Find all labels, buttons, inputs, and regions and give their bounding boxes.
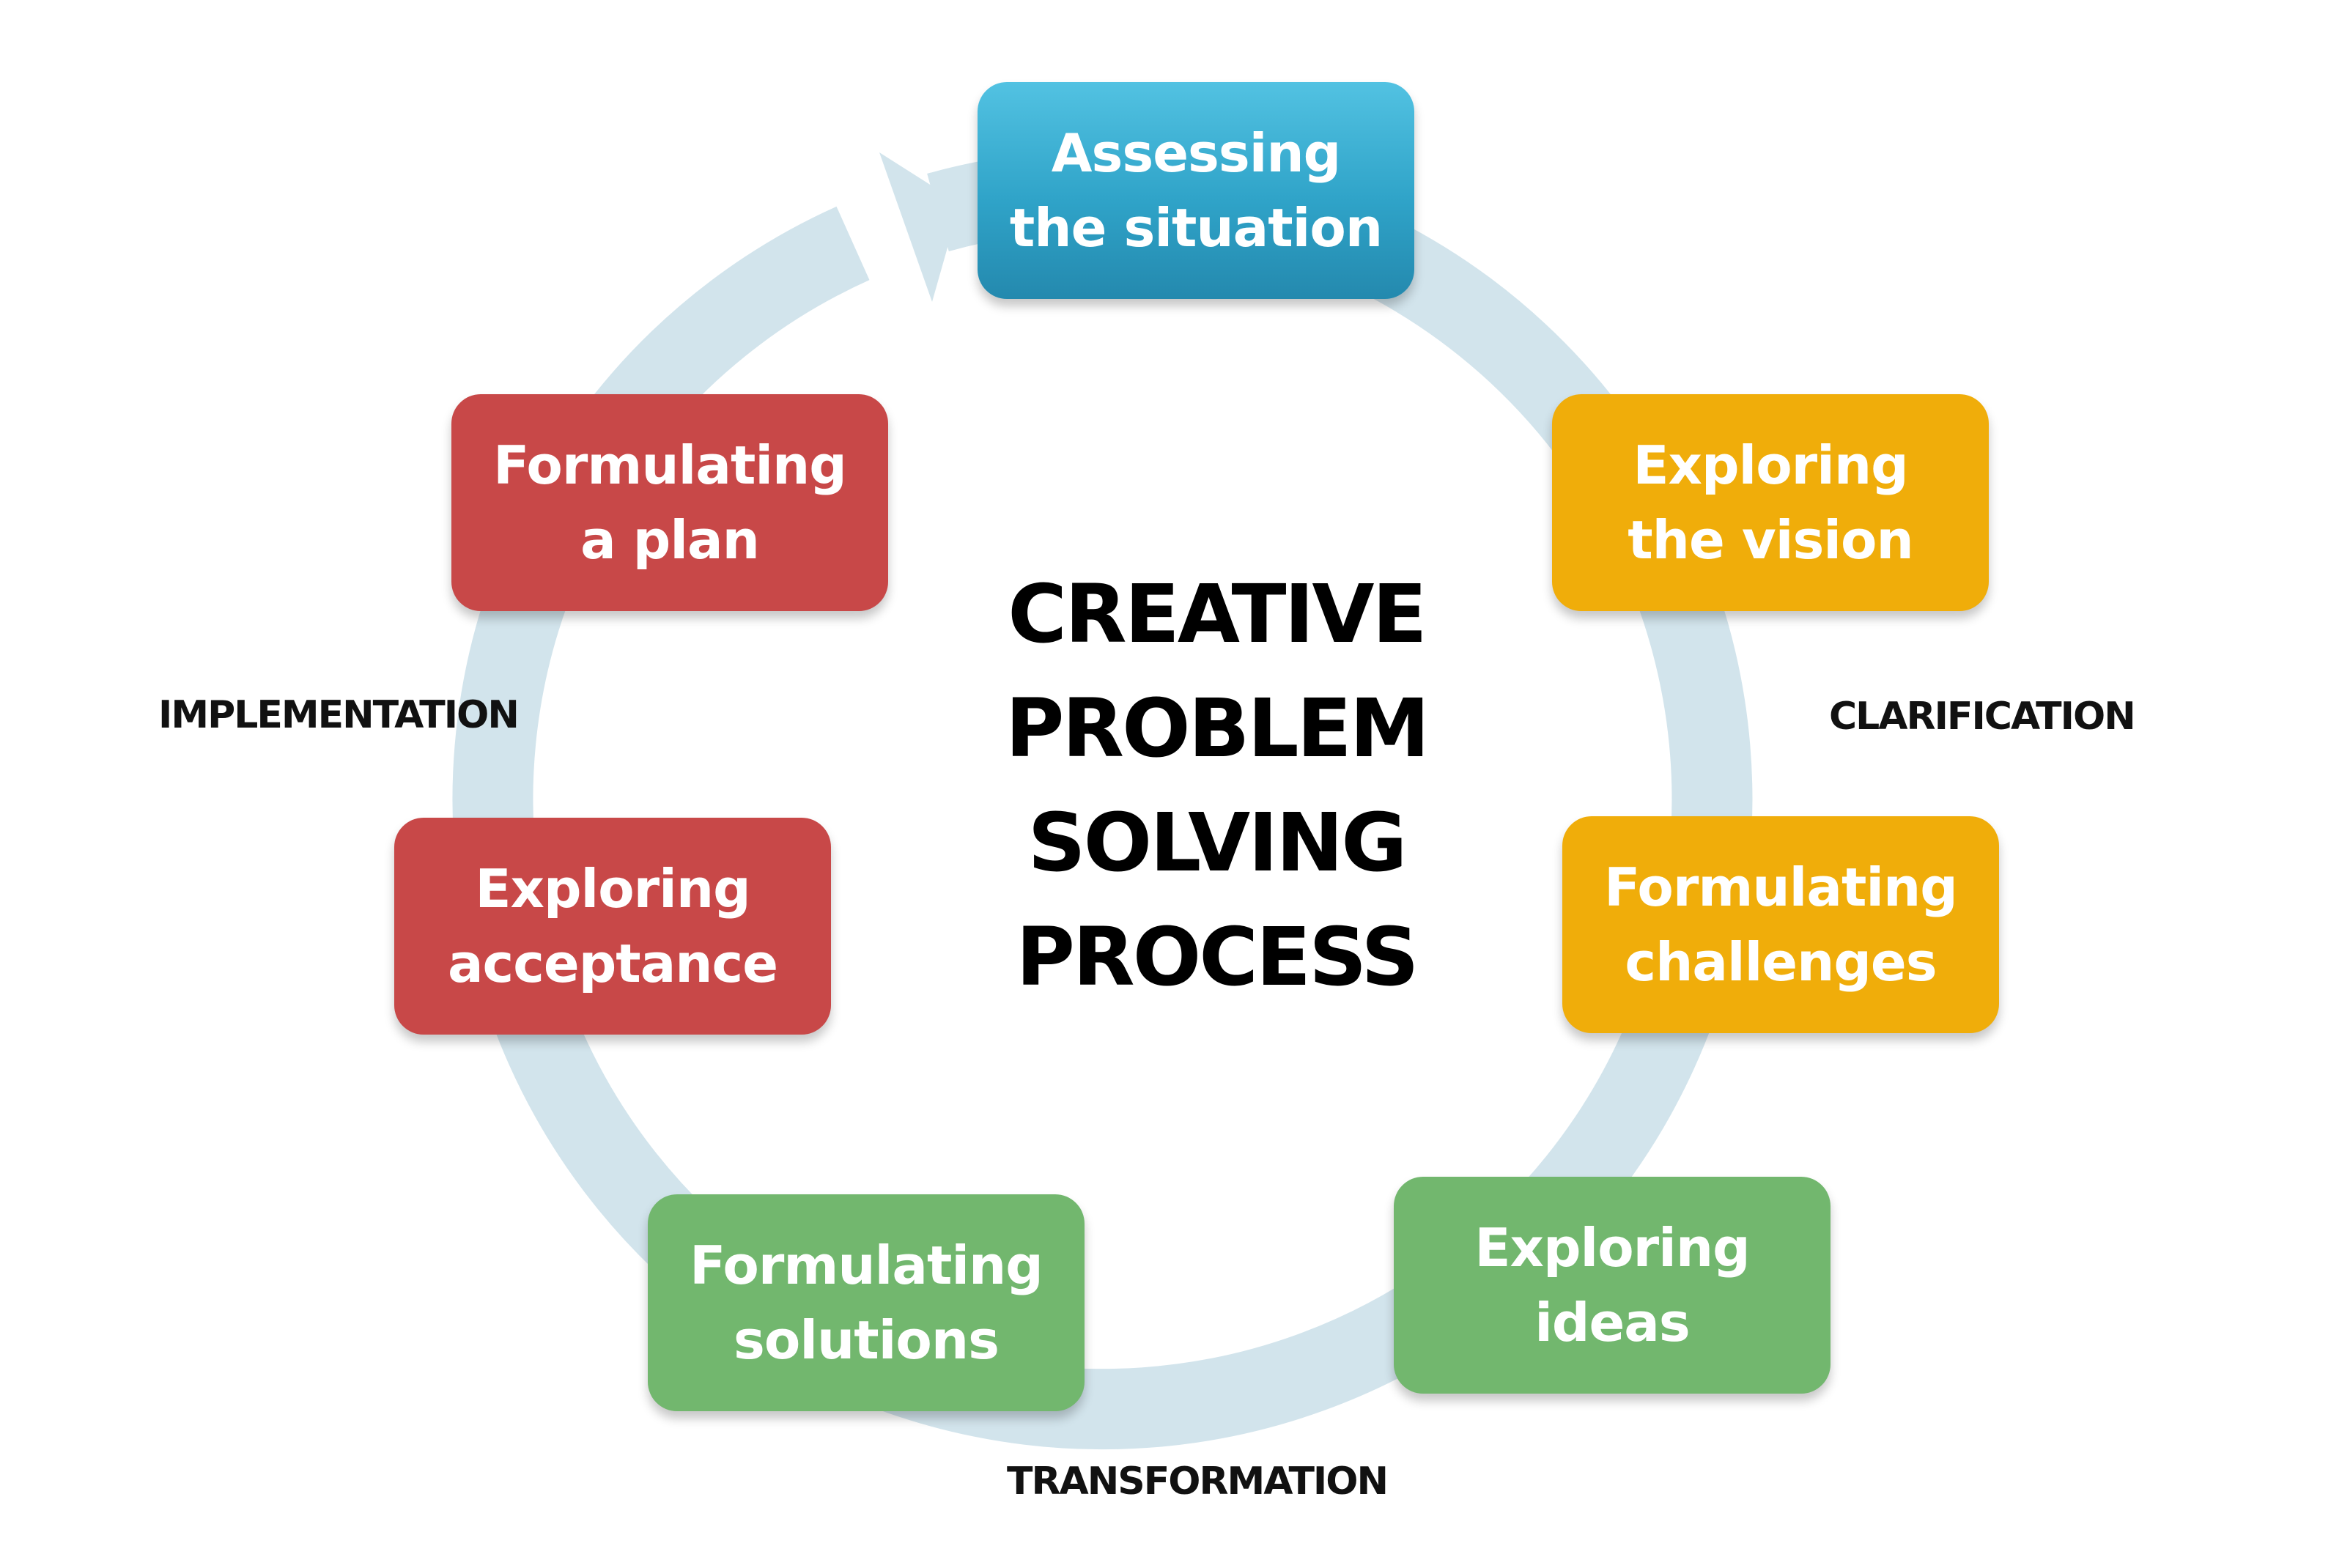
title-line-1: CREATIVE <box>1008 567 1427 661</box>
cycle-ring <box>452 149 1753 1450</box>
center-title: CREATIVE PROBLEM SOLVING PROCESS <box>923 557 1510 1014</box>
step-label: Assessing the situation <box>1009 122 1383 259</box>
title-line-4: PROCESS <box>1016 910 1419 1004</box>
step-label: Exploring the vision <box>1628 434 1913 571</box>
step-label: Formulating solutions <box>690 1235 1043 1371</box>
step-formulating-solutions: Formulating solutions <box>648 1194 1085 1411</box>
title-line-3: SOLVING <box>1027 796 1407 890</box>
phase-label-clarification: CLARIFICATION <box>1829 695 2136 739</box>
step-exploring-the-vision: Exploring the vision <box>1552 394 1989 611</box>
phase-label-transformation: TRANSFORMATION <box>1007 1460 1389 1504</box>
step-formulating-challenges: Formulating challenges <box>1562 816 1999 1033</box>
step-label: Formulating challenges <box>1604 857 1958 993</box>
step-exploring-ideas: Exploring ideas <box>1394 1177 1831 1394</box>
step-label: Exploring acceptance <box>447 858 778 994</box>
step-exploring-acceptance: Exploring acceptance <box>394 818 831 1035</box>
step-formulating-a-plan: Formulating a plan <box>451 394 888 611</box>
title-line-2: PROBLEM <box>1005 681 1430 775</box>
phase-label-implementation: IMPLEMENTATION <box>158 693 520 737</box>
cycle-arrowhead <box>879 152 960 302</box>
step-label: Exploring ideas <box>1474 1217 1750 1353</box>
step-label: Formulating a plan <box>493 434 847 571</box>
step-assessing-the-situation: Assessing the situation <box>978 82 1414 299</box>
